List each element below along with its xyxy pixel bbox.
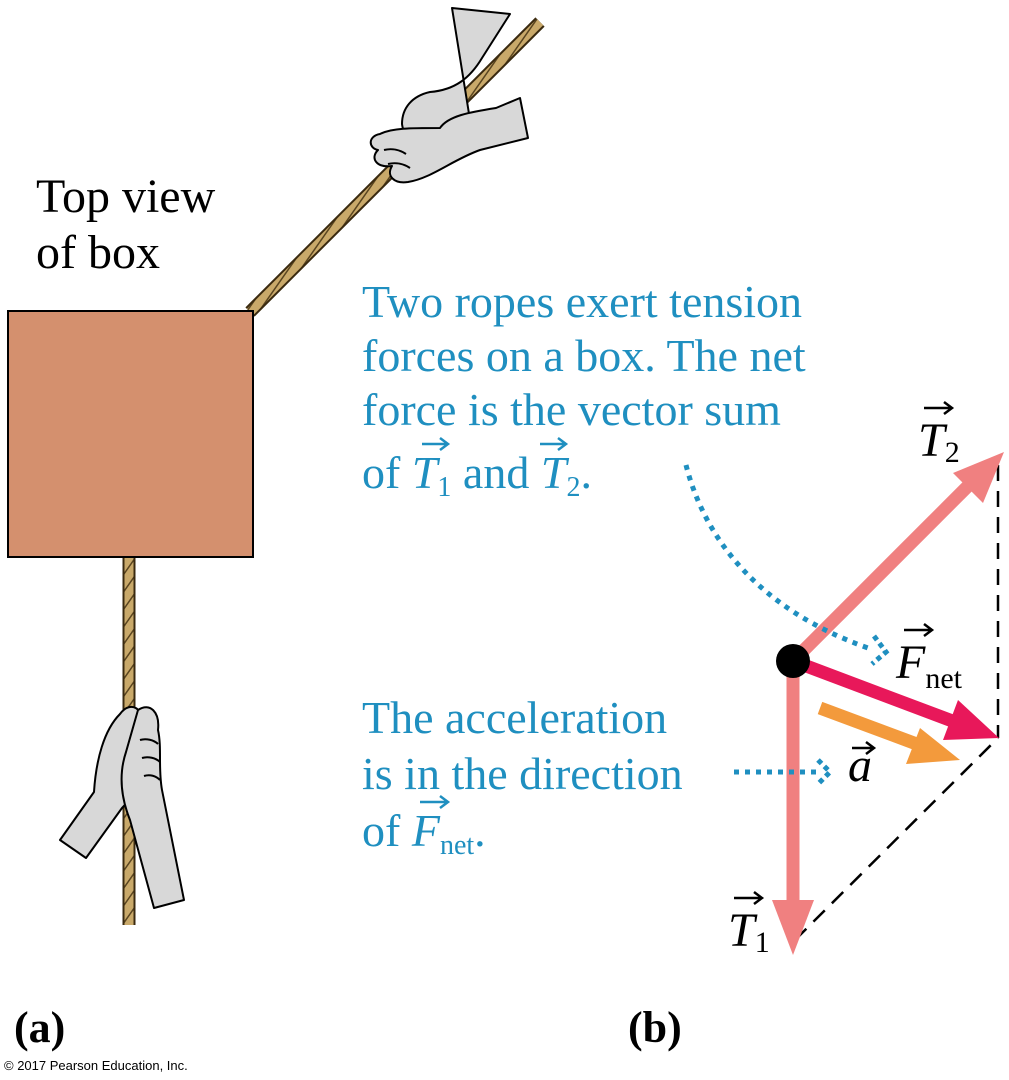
upper-hands-icon — [369, 7, 529, 184]
panel-a-caption-line1: Top view — [36, 170, 216, 223]
svg-text:T1: T1 — [728, 904, 770, 959]
panel-b-label: (b) — [628, 1003, 682, 1052]
box — [7, 310, 254, 558]
copyright-notice: © 2017 Pearson Education, Inc. — [4, 1058, 188, 1073]
vector-fnet-arrow — [790, 654, 999, 740]
note1-line1: Two ropes exert tension — [362, 276, 802, 327]
svg-text:T2: T2 — [918, 414, 960, 469]
note2-line2: is in the direction — [362, 748, 683, 799]
annotation-arrow-a — [734, 758, 834, 786]
panel-b: T2 T1 Fnet a Two ropes exert tension for… — [362, 276, 1004, 1052]
label-a: a — [848, 739, 877, 792]
note1-line4: of T1 and T2. — [362, 437, 592, 503]
vector-a-arrow — [817, 701, 960, 764]
label-t1: T1 — [728, 891, 770, 959]
note1-line3: force is the vector sum — [362, 384, 781, 435]
particle-dot — [776, 644, 810, 678]
lower-hands-icon — [59, 706, 185, 909]
note2-line1: The acceleration — [362, 692, 667, 743]
panel-a: Top view of box (a) — [7, 7, 545, 1052]
panel-a-label: (a) — [14, 1003, 65, 1052]
dashed-line-diagonal — [794, 737, 999, 941]
annotation-arrow-fnet — [683, 464, 890, 666]
svg-text:of T1 and T2.: of T1 and T2. — [362, 447, 592, 503]
svg-text:of Fnet.: of Fnet. — [362, 805, 486, 861]
note2-line3: of Fnet. — [362, 795, 486, 861]
label-fnet: Fnet — [895, 623, 963, 695]
note1-line2: forces on a box. The net — [362, 330, 806, 381]
panel-a-caption-line2: of box — [36, 226, 160, 279]
svg-text:Fnet: Fnet — [895, 636, 963, 695]
label-t2: T2 — [918, 401, 960, 469]
vector-t1-arrow — [772, 661, 814, 955]
